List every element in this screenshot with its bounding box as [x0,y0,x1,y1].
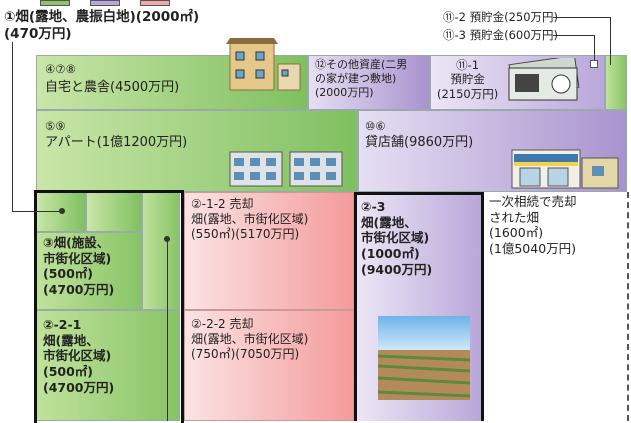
savings-11-2-label: ⑪-2 預貯金(250万円) [443,10,559,24]
apartment-label: アパート(1億1200万円) [45,135,188,150]
plot-2-1-2-label: ②-1-2 売却 畑(露地、市街化区域) (550㎡)(5170万円) [191,197,309,241]
plot-2-2-2-block: ②-2-2 売却 畑(露地、市街化区域) (750㎡)(7050万円) [184,310,354,421]
plot-2-2-1-label: ②-2-1 畑(露地、 市街化区域) (500㎡) (4700万円) [43,317,115,395]
connector-11-3-down [594,35,595,63]
field-1-title: ①畑(露地、農振白地)(2000㎡) [4,9,200,25]
connector-plot-3-dot [164,236,170,242]
connector-field-1-right [12,211,62,212]
savings-11-2-marker [590,60,598,68]
connector-dot [59,208,65,214]
connector-11-3 [553,35,595,36]
store-number: ⑩⑥ [365,119,386,133]
plot-3-block: ③畑(施設、 市街化区域) (500㎡) (4700万円) [36,232,142,310]
house-illustration [226,38,301,91]
store-label: 貸店舗(9860万円) [365,135,474,150]
plot-3-label: ③畑(施設、 市街化区域) (500㎡) (4700万円) [43,235,115,297]
apartment-number: ⑤⑨ [45,119,66,133]
apartment-illustration [229,151,343,187]
inherited-plots-outline [34,190,184,423]
legend-swatch-green [40,0,70,6]
connector-11-2-down [610,17,611,65]
legend-swatch-purple [90,0,120,6]
plot-2-2-1-block: ②-2-1 畑(露地、 市街化区域) (500㎡) (4700万円) [36,310,180,421]
sold-field-dashed-border [627,192,629,421]
other-assets-block: ⑫その他資産(二男 の家が建つ敷地) (2000万円) [308,55,430,110]
connector-field-1-down [12,42,13,212]
savings-11-3-block [605,55,627,110]
other-assets-label: ⑫その他資産(二男 の家が建つ敷地) (2000万円) [315,58,408,99]
sold-field-note: 一次相続で売却 された畑 (1600㎡) (1億5040万円) [489,194,577,256]
plot-2-3-label: ②-3 畑(露地、 市街化区域) (1000㎡) (9400万円) [361,199,433,277]
connector-plot-3-vertical [167,238,168,421]
banknotes-illustration [508,58,580,101]
field-1-value: (470万円) [4,26,72,42]
savings-11-1-label: ⑪-1 預貯金 (2150万円) [437,58,499,101]
plot-2-1-2-block: ②-1-2 売却 畑(露地、市街化区域) (550㎡)(5170万円) [184,192,354,310]
store-illustration [511,149,619,189]
connector-11-2 [553,17,611,18]
home-number: ④⑦⑧ [45,62,76,76]
home-label: 自宅と農舎(4500万円) [45,80,180,95]
plot-3-right-strip [142,192,180,310]
legend-swatch-pink [140,0,170,6]
savings-11-3-label: ⑪-3 預貯金(600万円) [443,28,559,42]
plot-2-2-2-label: ②-2-2 売却 畑(露地、市街化区域) (750㎡)(7050万円) [191,317,309,361]
farm-field-illustration [378,316,470,400]
